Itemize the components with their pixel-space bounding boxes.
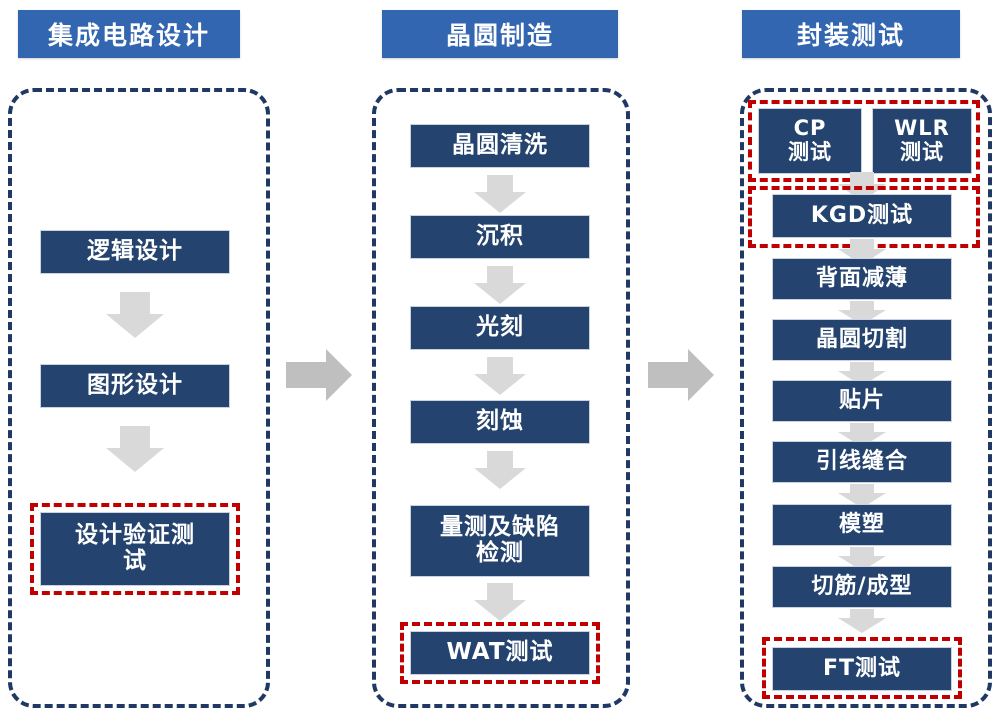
down-arrow-icon — [106, 426, 164, 472]
step-box-etching[interactable]: 刻蚀 — [410, 400, 590, 444]
step-box-logic-design[interactable]: 逻辑设计 — [40, 230, 230, 274]
column-header-wafer-fab: 晶圆制造 — [382, 10, 618, 58]
down-arrow-icon — [474, 583, 526, 621]
step-box-backside-thinning[interactable]: 背面减薄 — [772, 258, 952, 300]
down-arrow-icon — [838, 609, 886, 633]
step-box-molding[interactable]: 模塑 — [772, 504, 952, 546]
column-container-wafer-fab — [372, 88, 630, 708]
step-box-trim-form[interactable]: 切筋/成型 — [772, 566, 952, 608]
step-box-deposition[interactable]: 沉积 — [410, 215, 590, 259]
step-box-wire-bonding[interactable]: 引线缝合 — [772, 441, 952, 483]
step-box-die-attach[interactable]: 贴片 — [772, 380, 952, 422]
step-box-wlr-test[interactable]: WLR 测试 — [872, 108, 972, 174]
step-box-photolithography[interactable]: 光刻 — [410, 306, 590, 350]
step-box-wafer-dicing[interactable]: 晶圆切割 — [772, 319, 952, 361]
down-arrow-icon — [106, 292, 164, 338]
step-box-design-verification-test[interactable]: 设计验证测 试 — [40, 512, 230, 586]
step-box-layout-design[interactable]: 图形设计 — [40, 364, 230, 408]
down-arrow-icon — [474, 175, 526, 213]
down-arrow-icon — [474, 451, 526, 489]
step-box-metrology-defect-inspection[interactable]: 量测及缺陷 检测 — [410, 505, 590, 577]
right-arrow-icon-design-to-fab — [286, 349, 352, 401]
column-container-package-test — [740, 88, 992, 708]
step-box-ft-test[interactable]: FT测试 — [772, 647, 952, 691]
step-box-wat-test[interactable]: WAT测试 — [410, 631, 590, 675]
right-arrow-icon-fab-to-package — [648, 349, 714, 401]
step-box-kgd-test[interactable]: KGD测试 — [772, 194, 952, 238]
column-header-package-test: 封装测试 — [742, 10, 960, 58]
step-box-wafer-clean[interactable]: 晶圆清洗 — [410, 124, 590, 168]
down-arrow-icon — [474, 266, 526, 304]
down-arrow-icon — [474, 357, 526, 395]
column-container-ic-design — [8, 88, 270, 708]
column-header-ic-design: 集成电路设计 — [18, 10, 240, 58]
step-box-cp-test[interactable]: CP 测试 — [758, 108, 862, 174]
